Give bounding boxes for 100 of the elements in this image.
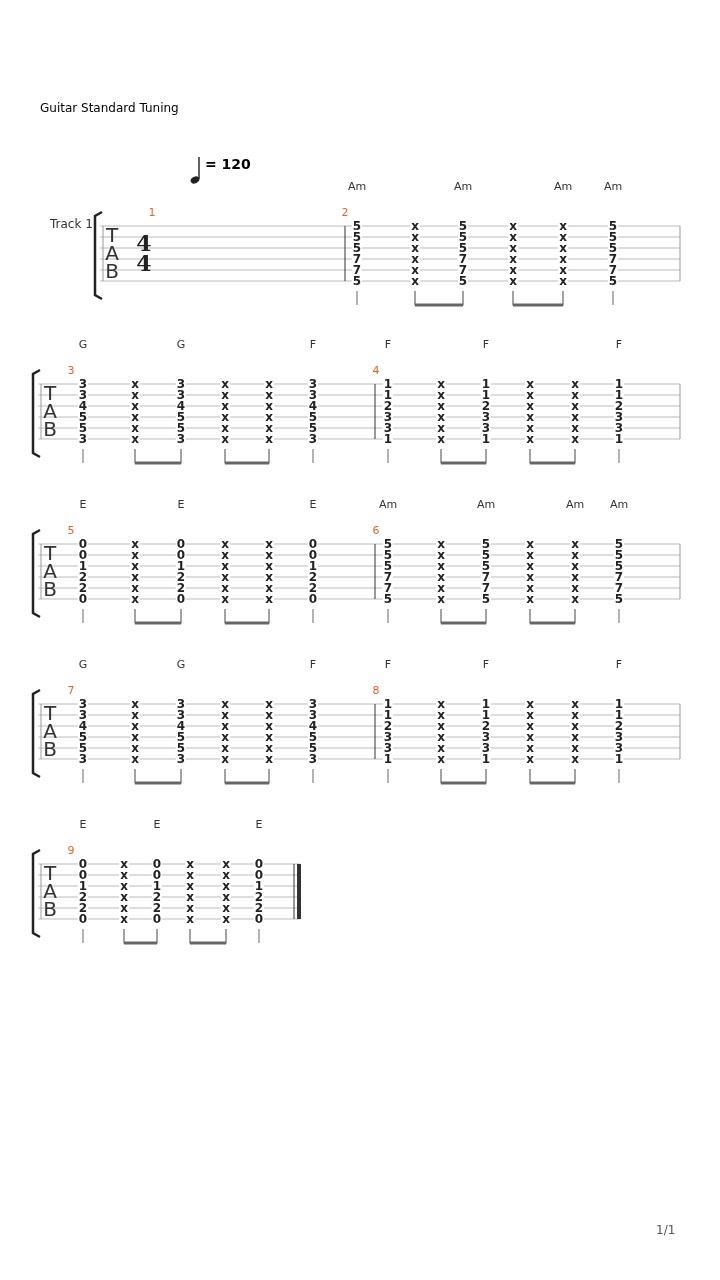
fret-number: 3 — [175, 433, 187, 445]
measure-number: 7 — [67, 685, 75, 696]
tab-clef-letter: B — [43, 899, 57, 919]
chord-name: E — [177, 499, 185, 510]
fret-number: x — [558, 275, 568, 287]
fret-number: x — [221, 913, 231, 925]
chord-name: F — [482, 339, 490, 350]
fret-number: 0 — [77, 593, 89, 605]
fret-number: x — [264, 593, 274, 605]
chord-name: G — [176, 659, 186, 670]
fret-number: 3 — [307, 433, 319, 445]
fret-number: 3 — [77, 433, 89, 445]
fret-number: x — [436, 593, 446, 605]
fret-number: x — [130, 753, 140, 765]
fret-number: x — [130, 433, 140, 445]
measure-number: 6 — [372, 525, 380, 536]
fret-number: x — [525, 593, 535, 605]
chord-name: F — [384, 339, 392, 350]
chord-name: F — [615, 339, 623, 350]
chord-name: E — [153, 819, 161, 830]
chord-name: F — [309, 659, 317, 670]
measure-number: 1 — [148, 207, 156, 218]
tab-clef-letter: T — [43, 383, 57, 403]
fret-number: 5 — [351, 275, 363, 287]
fret-number: 1 — [480, 433, 492, 445]
chord-name: Am — [565, 499, 585, 510]
measure-number: 5 — [67, 525, 75, 536]
fret-number: 1 — [613, 433, 625, 445]
tab-clef-letter: B — [43, 579, 57, 599]
fret-number: x — [264, 753, 274, 765]
tempo-text: = 120 — [205, 157, 251, 171]
chord-name: G — [176, 339, 186, 350]
fret-number: x — [570, 593, 580, 605]
fret-number: x — [525, 753, 535, 765]
chord-name: E — [255, 819, 263, 830]
page-number: 1/1 — [656, 1224, 676, 1236]
chord-name: Am — [347, 181, 367, 192]
chord-name: E — [79, 499, 87, 510]
chord-name: F — [384, 659, 392, 670]
fret-number: 5 — [382, 593, 394, 605]
measure-number: 2 — [341, 207, 349, 218]
fret-number: x — [436, 433, 446, 445]
tab-clef-letter: A — [105, 243, 119, 263]
fret-number: x — [119, 913, 129, 925]
tab-clef-letter: B — [105, 261, 119, 281]
fret-number: 0 — [151, 913, 163, 925]
fret-number: x — [570, 753, 580, 765]
fret-number: 1 — [613, 753, 625, 765]
chord-name: E — [309, 499, 317, 510]
chord-name: Am — [378, 499, 398, 510]
chord-name: Am — [553, 181, 573, 192]
tab-clef-letter: B — [43, 739, 57, 759]
fret-number: x — [525, 433, 535, 445]
tab-clef-letter: T — [43, 543, 57, 563]
fret-number: 1 — [382, 753, 394, 765]
chord-name: E — [79, 819, 87, 830]
tab-clef-letter: A — [43, 721, 57, 741]
fret-number: 1 — [382, 433, 394, 445]
tab-clef-letter: A — [43, 881, 57, 901]
fret-number: 1 — [480, 753, 492, 765]
fret-number: x — [185, 913, 195, 925]
tab-clef-letter: T — [43, 863, 57, 883]
fret-number: x — [264, 433, 274, 445]
fret-number: x — [410, 275, 420, 287]
track-name: Track 1 — [50, 218, 93, 230]
fret-number: 3 — [175, 753, 187, 765]
fret-number: 5 — [607, 275, 619, 287]
fret-number: x — [508, 275, 518, 287]
fret-number: 5 — [480, 593, 492, 605]
fret-number: 5 — [457, 275, 469, 287]
chord-name: G — [78, 659, 88, 670]
time-signature-digit: 4 — [136, 232, 152, 254]
fret-number: x — [220, 433, 230, 445]
fret-number: x — [436, 753, 446, 765]
fret-number: x — [570, 433, 580, 445]
chord-name: Am — [453, 181, 473, 192]
tab-clef-letter: T — [43, 703, 57, 723]
tab-clef-letter: T — [105, 225, 119, 245]
tab-clef-letter: A — [43, 401, 57, 421]
chord-name: G — [78, 339, 88, 350]
fret-number: x — [130, 593, 140, 605]
tab-clef-letter: B — [43, 419, 57, 439]
chord-name: F — [482, 659, 490, 670]
chord-name: Am — [609, 499, 629, 510]
tab-clef-letter: A — [43, 561, 57, 581]
fret-number: 0 — [77, 913, 89, 925]
fret-number: 3 — [307, 753, 319, 765]
fret-number: 5 — [613, 593, 625, 605]
chord-name: Am — [603, 181, 623, 192]
chord-name: F — [615, 659, 623, 670]
fret-number: x — [220, 753, 230, 765]
fret-number: 0 — [307, 593, 319, 605]
title-text: Guitar Standard Tuning — [40, 102, 179, 114]
fret-number: 3 — [77, 753, 89, 765]
fret-number: x — [220, 593, 230, 605]
measure-number: 3 — [67, 365, 75, 376]
chord-name: Am — [476, 499, 496, 510]
measure-number: 9 — [67, 845, 75, 856]
time-signature-digit: 4 — [136, 252, 152, 274]
fret-number: 0 — [175, 593, 187, 605]
